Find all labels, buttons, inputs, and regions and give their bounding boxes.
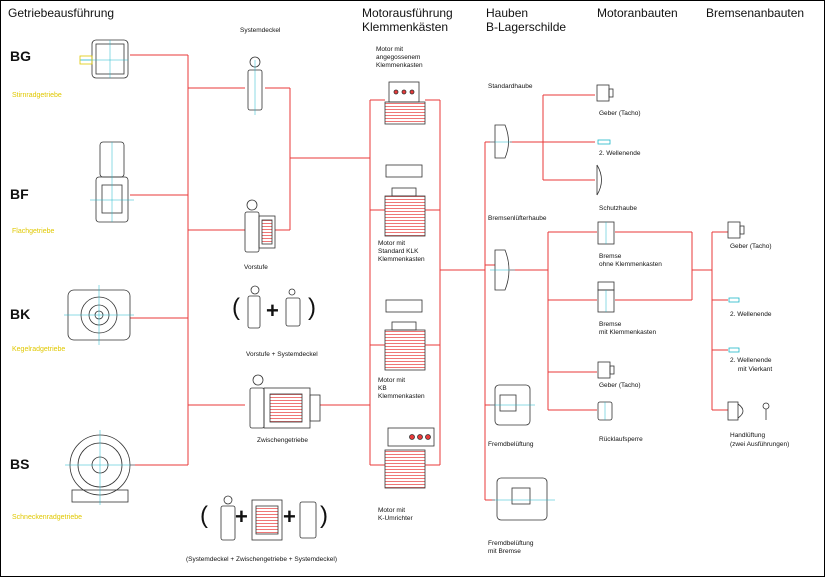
header-motor-addons: Motoranbauten <box>597 6 678 20</box>
gear-code-bg: BG <box>10 48 31 64</box>
header-gearbox: Getriebeausführung <box>8 6 115 20</box>
hood-forced-label: Fremdbelüftung <box>488 441 534 448</box>
hood-standard-drawing <box>490 124 512 159</box>
brake-shaft-label: 2. Wellenende <box>730 311 772 318</box>
motor-1-label-l1: Motor mit <box>376 46 404 53</box>
gear-name-bk: Kegelradgetriebe <box>12 346 66 353</box>
plus-2: + <box>235 504 248 529</box>
addon-brake1-label-l2: ohne Klemmenkasten <box>599 261 662 268</box>
motor-1-drawing <box>384 81 426 125</box>
addon-shaft-label: 2. Wellenende <box>599 150 641 157</box>
hood-brake-fan-drawing <box>490 249 515 291</box>
gear-code-bs: BS <box>10 456 30 472</box>
hood-standard-label: Standardhaube <box>488 83 533 90</box>
gear-bg-drawing <box>79 39 129 79</box>
combo-drawing <box>220 495 317 541</box>
motor-4-drawing <box>384 427 435 489</box>
brake-shaft-square-label-l2: mit Vierkant <box>738 366 773 373</box>
header-motor-line1: Motorausführung <box>362 6 453 20</box>
addon-guard-drawing <box>596 164 602 196</box>
gear-code-bk: BK <box>10 306 31 322</box>
addon-guard-label: Schutzhaube <box>599 205 637 212</box>
motor-1-label-l3: Klemmenkasten <box>376 62 423 69</box>
vorstufe-system-drawing <box>247 285 301 329</box>
motor-4-label-l1: Motor mit <box>378 507 406 514</box>
hood-forced-brake-label-l1: Fremdbelüftung <box>488 540 534 547</box>
gear-bk-drawing <box>64 285 134 345</box>
gear-bf-drawing <box>90 141 134 223</box>
motor-2-drawing <box>384 164 426 237</box>
systemdeckel-drawing <box>247 56 263 115</box>
label-systemdeckel: Systemdeckel <box>240 27 281 34</box>
plus-1: + <box>266 298 279 323</box>
motor-4-label-l2: K-Umrichter <box>378 515 413 522</box>
addon-shaft-drawing <box>597 139 611 145</box>
hood-forced-drawing <box>490 384 535 426</box>
motor-3-label-l1: Motor mit <box>378 377 406 384</box>
hood-forced-brake-drawing <box>492 477 555 521</box>
plus-3: + <box>283 504 296 529</box>
gear-code-bf: BF <box>10 186 29 202</box>
brake-manual-label-l1: Handlüftung <box>730 432 766 439</box>
zwischengetriebe-drawing <box>249 374 321 429</box>
paren-close-1: ) <box>308 294 316 321</box>
paren-close-2: ) <box>320 502 328 529</box>
motor-2-label-l1: Motor mit <box>378 240 406 247</box>
gear-name-bf: Flachgetriebe <box>12 228 55 235</box>
brake-shaft-square-label-l1: 2. Wellenende <box>730 357 772 364</box>
addon-brake2-drawing <box>597 281 615 313</box>
motor-2-label-l3: Klemmenkasten <box>378 256 425 263</box>
connector-lines <box>130 54 728 501</box>
hood-forced-brake-label-l2: mit Bremse <box>488 548 521 555</box>
addon-backstop-label: Rücklaufsperre <box>599 436 643 443</box>
addon-brake2-label-l2: mit Klemmenkasten <box>599 329 657 336</box>
header-hoods-line2: B-Lagerschilde <box>486 20 567 34</box>
paren-open-1: ( <box>232 294 240 321</box>
motor-3-label-l3: Klemmenkasten <box>378 393 425 400</box>
header-motor-line2: Klemmenkästen <box>362 20 449 34</box>
addon-encoder2-label: Geber (Tacho) <box>599 382 641 389</box>
addon-encoder2-drawing <box>597 361 615 379</box>
gear-name-bg: Stirnradgetriebe <box>12 92 62 99</box>
vorstufe-drawing <box>244 199 276 253</box>
label-combo: (Systemdeckel + Zwischengetriebe + Syste… <box>186 556 338 563</box>
label-vorstufe: Vorstufe <box>244 264 268 271</box>
header-hoods-line1: Hauben <box>486 6 529 20</box>
label-vorstufe-system: Vorstufe + Systemdeckel <box>246 351 318 358</box>
addon-backstop-drawing <box>597 401 613 421</box>
brake-shaft-drawing <box>728 297 740 303</box>
addon-brake1-drawing <box>597 221 615 245</box>
addon-encoder-drawing <box>596 84 614 102</box>
addon-brake2-label-l1: Bremse <box>599 321 622 328</box>
motor-2-label-l2: Standard KLK <box>378 248 419 255</box>
motor-1-label-l2: angegossenem <box>376 54 421 61</box>
gear-bs-drawing <box>65 430 135 505</box>
addon-brake1-label-l1: Bremse <box>599 253 622 260</box>
hood-brake-fan-label: Bremsenlüfterhaube <box>488 215 547 222</box>
brake-shaft-square-drawing <box>728 347 740 353</box>
header-brake-addons: Bremsenanbauten <box>706 6 805 20</box>
brake-encoder-drawing <box>727 221 745 239</box>
brake-manual-label-l2: (zwei Ausführungen) <box>730 441 790 448</box>
gear-name-bs: Schneckenradgetriebe <box>12 514 83 521</box>
motor-3-drawing <box>384 299 426 371</box>
motor-3-label-l2: KB <box>378 385 387 392</box>
addon-encoder-label: Geber (Tacho) <box>599 110 641 117</box>
paren-open-2: ( <box>200 502 208 529</box>
label-zwischengetriebe: Zwischengetriebe <box>257 437 308 444</box>
brake-encoder-label: Geber (Tacho) <box>730 243 772 250</box>
brake-manual-release-drawing <box>727 401 770 421</box>
